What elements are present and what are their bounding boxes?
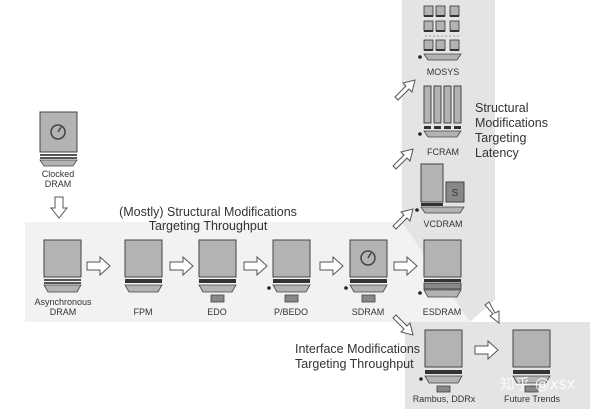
- svg-text:Future Trends: Future Trends: [504, 394, 561, 404]
- throughput-region: [25, 222, 470, 322]
- svg-text:Clocked: Clocked: [42, 169, 75, 179]
- arrow-up-right-icon: [392, 79, 416, 230]
- svg-text:Rambus, DDRx: Rambus, DDRx: [413, 394, 476, 404]
- arrow-down-icon: [49, 196, 69, 219]
- throughput-caption: (Mostly) Structural Modifications Target…: [119, 205, 297, 233]
- interface-caption: Interface Modifications Targeting Throug…: [295, 342, 420, 371]
- arrow-down-right-icon: [392, 301, 500, 336]
- node-fcram: FCRAM: [418, 85, 462, 157]
- svg-text:VCDRAM: VCDRAM: [423, 219, 462, 229]
- svg-text:P/BEDO: P/BEDO: [274, 307, 308, 317]
- svg-text:Targeting: Targeting: [475, 131, 526, 145]
- node-mosys: MOSYS: [418, 5, 462, 77]
- node-fpm: FPM: [124, 239, 163, 317]
- svg-text:MOSYS: MOSYS: [427, 67, 460, 77]
- node-esdram: ESDRAM: [418, 239, 462, 317]
- svg-text:FCRAM: FCRAM: [427, 147, 459, 157]
- node-clocked-dram: Clocked DRAM: [39, 111, 78, 189]
- node-future-trends: Future Trends: [504, 329, 561, 404]
- node-edo: EDO: [198, 239, 237, 317]
- cache-icon: S: [452, 188, 459, 199]
- svg-text:FPM: FPM: [134, 307, 153, 317]
- arrow-right-icon: [86, 255, 499, 361]
- svg-text:Latency: Latency: [475, 146, 520, 160]
- svg-text:Asynchronous: Asynchronous: [34, 297, 92, 307]
- svg-text:DRAM: DRAM: [50, 307, 77, 317]
- latency-caption: Structural Modifications Targeting Laten…: [475, 101, 548, 160]
- node-sdram: SDRAM: [344, 239, 388, 317]
- svg-text:Targeting Throughput: Targeting Throughput: [295, 357, 414, 371]
- node-async-dram: Asynchronous DRAM: [34, 239, 92, 317]
- svg-text:Modifications: Modifications: [475, 116, 548, 130]
- svg-text:Interface Modifications: Interface Modifications: [295, 342, 420, 356]
- svg-text:ESDRAM: ESDRAM: [423, 307, 462, 317]
- svg-text:(Mostly) Structural Modificati: (Mostly) Structural Modifications: [119, 205, 297, 219]
- watermark: 知乎 @xsx: [500, 375, 575, 393]
- svg-text:SDRAM: SDRAM: [352, 307, 385, 317]
- node-pbedo: P/BEDO: [267, 239, 311, 317]
- node-rambus-ddrx: Rambus, DDRx: [413, 329, 476, 404]
- svg-text:DRAM: DRAM: [45, 179, 72, 189]
- svg-text:EDO: EDO: [207, 307, 227, 317]
- node-vcdram: S VCDRAM: [415, 163, 465, 229]
- svg-text:Targeting Throughput: Targeting Throughput: [149, 219, 268, 233]
- svg-text:Structural: Structural: [475, 101, 529, 115]
